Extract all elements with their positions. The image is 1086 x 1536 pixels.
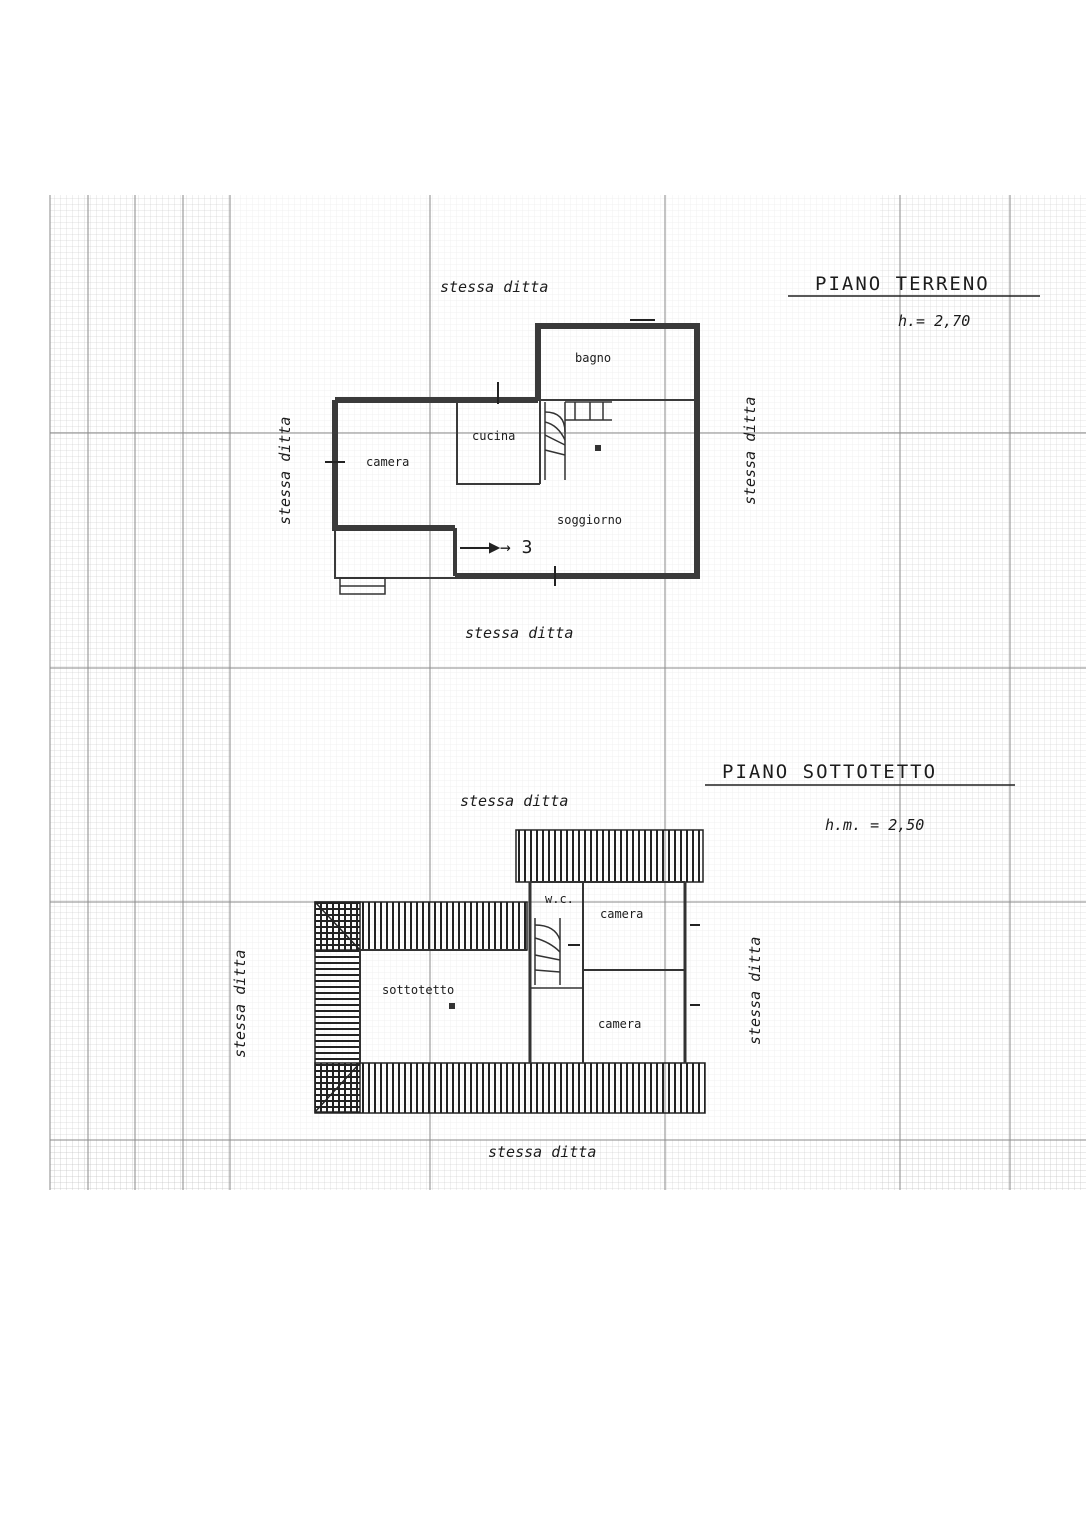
ground-neighbor-top: stessa ditta: [440, 278, 548, 296]
room-label-soggiorno: soggiorno: [557, 513, 622, 527]
ground-floor-walls: [332, 323, 700, 579]
room-label-sottotetto: sottotetto: [382, 983, 454, 997]
entrance-arrow-icon: [460, 542, 501, 554]
room-label-camera: camera: [366, 455, 409, 469]
room-label-bagno: bagno: [575, 351, 611, 365]
attic-floor-title: PIANO SOTTOTETTO: [722, 761, 937, 783]
attic-neighbor-left: stessa ditta: [231, 950, 249, 1058]
attic-spiral-stair: [534, 918, 561, 985]
room-label-cucina: cucina: [472, 429, 515, 443]
attic-floor-height: h.m. = 2,50: [825, 816, 924, 834]
room-label-camera-top: camera: [600, 907, 643, 921]
attic-neighbor-right: stessa ditta: [746, 937, 764, 1045]
attic-floor-walls: [359, 881, 687, 1063]
ground-neighbor-bottom: stessa ditta: [465, 624, 573, 642]
ground-floor-center-mark: [595, 445, 601, 451]
attic-center-mark: [449, 1003, 455, 1009]
attic-roof-hatching: [314, 829, 706, 1114]
ground-neighbor-right: stessa ditta: [741, 397, 759, 505]
attic-neighbor-bottom: stessa ditta: [488, 1143, 596, 1161]
entrance-marker-label: → 3: [500, 537, 533, 558]
graph-paper-grid: [49, 195, 1086, 1190]
attic-neighbor-top: stessa ditta: [460, 792, 568, 810]
room-label-camera-bottom: camera: [598, 1017, 641, 1031]
attic-floor-plan: w.c. camera camera sottotetto stessa dit…: [231, 761, 1015, 1161]
ground-floor-title: PIANO TERRENO: [815, 273, 990, 295]
ground-floor-plan: bagno cucina camera soggiorno → 3 stessa…: [276, 273, 1040, 642]
room-label-wc: w.c.: [545, 892, 574, 906]
ground-floor-height: h.= 2,70: [898, 312, 970, 330]
ground-floor-entrance-steps: [339, 577, 386, 595]
ground-neighbor-left: stessa ditta: [276, 417, 294, 525]
ground-floor-spiral-stair: [544, 401, 612, 480]
